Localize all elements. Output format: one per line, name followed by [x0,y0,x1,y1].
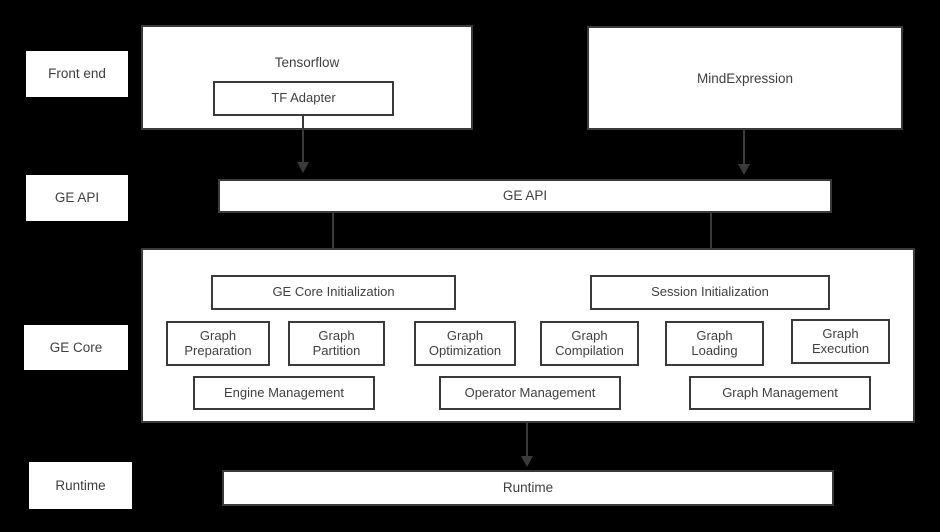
management-graph: Graph Management [689,376,871,410]
mindexpression-panel: MindExpression [587,26,903,130]
arrowhead-ge-core-to-runtime [521,456,533,467]
rail-label-ge-api: GE API [26,175,128,221]
module-graph-compilation: Graph Compilation [540,321,639,366]
connector-ge-api-to-ge-core-init [332,213,334,263]
management-engine: Engine Management [193,376,375,410]
arrowhead-mindexpression-to-ge-api [738,164,750,175]
runtime-bar: Runtime [222,470,834,506]
rail-label-ge-core: GE Core [24,325,128,370]
module-graph-optimization: Graph Optimization [414,321,516,366]
module-graph-partition: Graph Partition [288,321,385,366]
tf-adapter-box: TF Adapter [213,81,394,116]
module-graph-execution: Graph Execution [791,319,890,364]
arrowhead-tf-adapter-to-ge-api [297,162,309,173]
connector-mindexpression-to-ge-api [743,130,745,166]
ge-api-bar: GE API [218,179,832,213]
management-operator: Operator Management [439,376,621,410]
tensorflow-panel-title: Tensorflow [274,55,340,70]
rail-label-runtime: Runtime [29,462,132,509]
session-initialization-box: Session Initialization [590,275,830,310]
ge-core-initialization-box: GE Core Initialization [211,275,456,310]
rail-label-front-end: Front end [26,51,128,97]
mindexpression-panel-title: MindExpression [696,71,794,86]
connector-tf-adapter-to-ge-api [302,116,304,164]
module-graph-preparation: Graph Preparation [166,321,270,366]
module-graph-loading: Graph Loading [665,321,764,366]
connector-ge-core-to-runtime [526,423,528,458]
connector-ge-api-to-session-init [710,213,712,263]
